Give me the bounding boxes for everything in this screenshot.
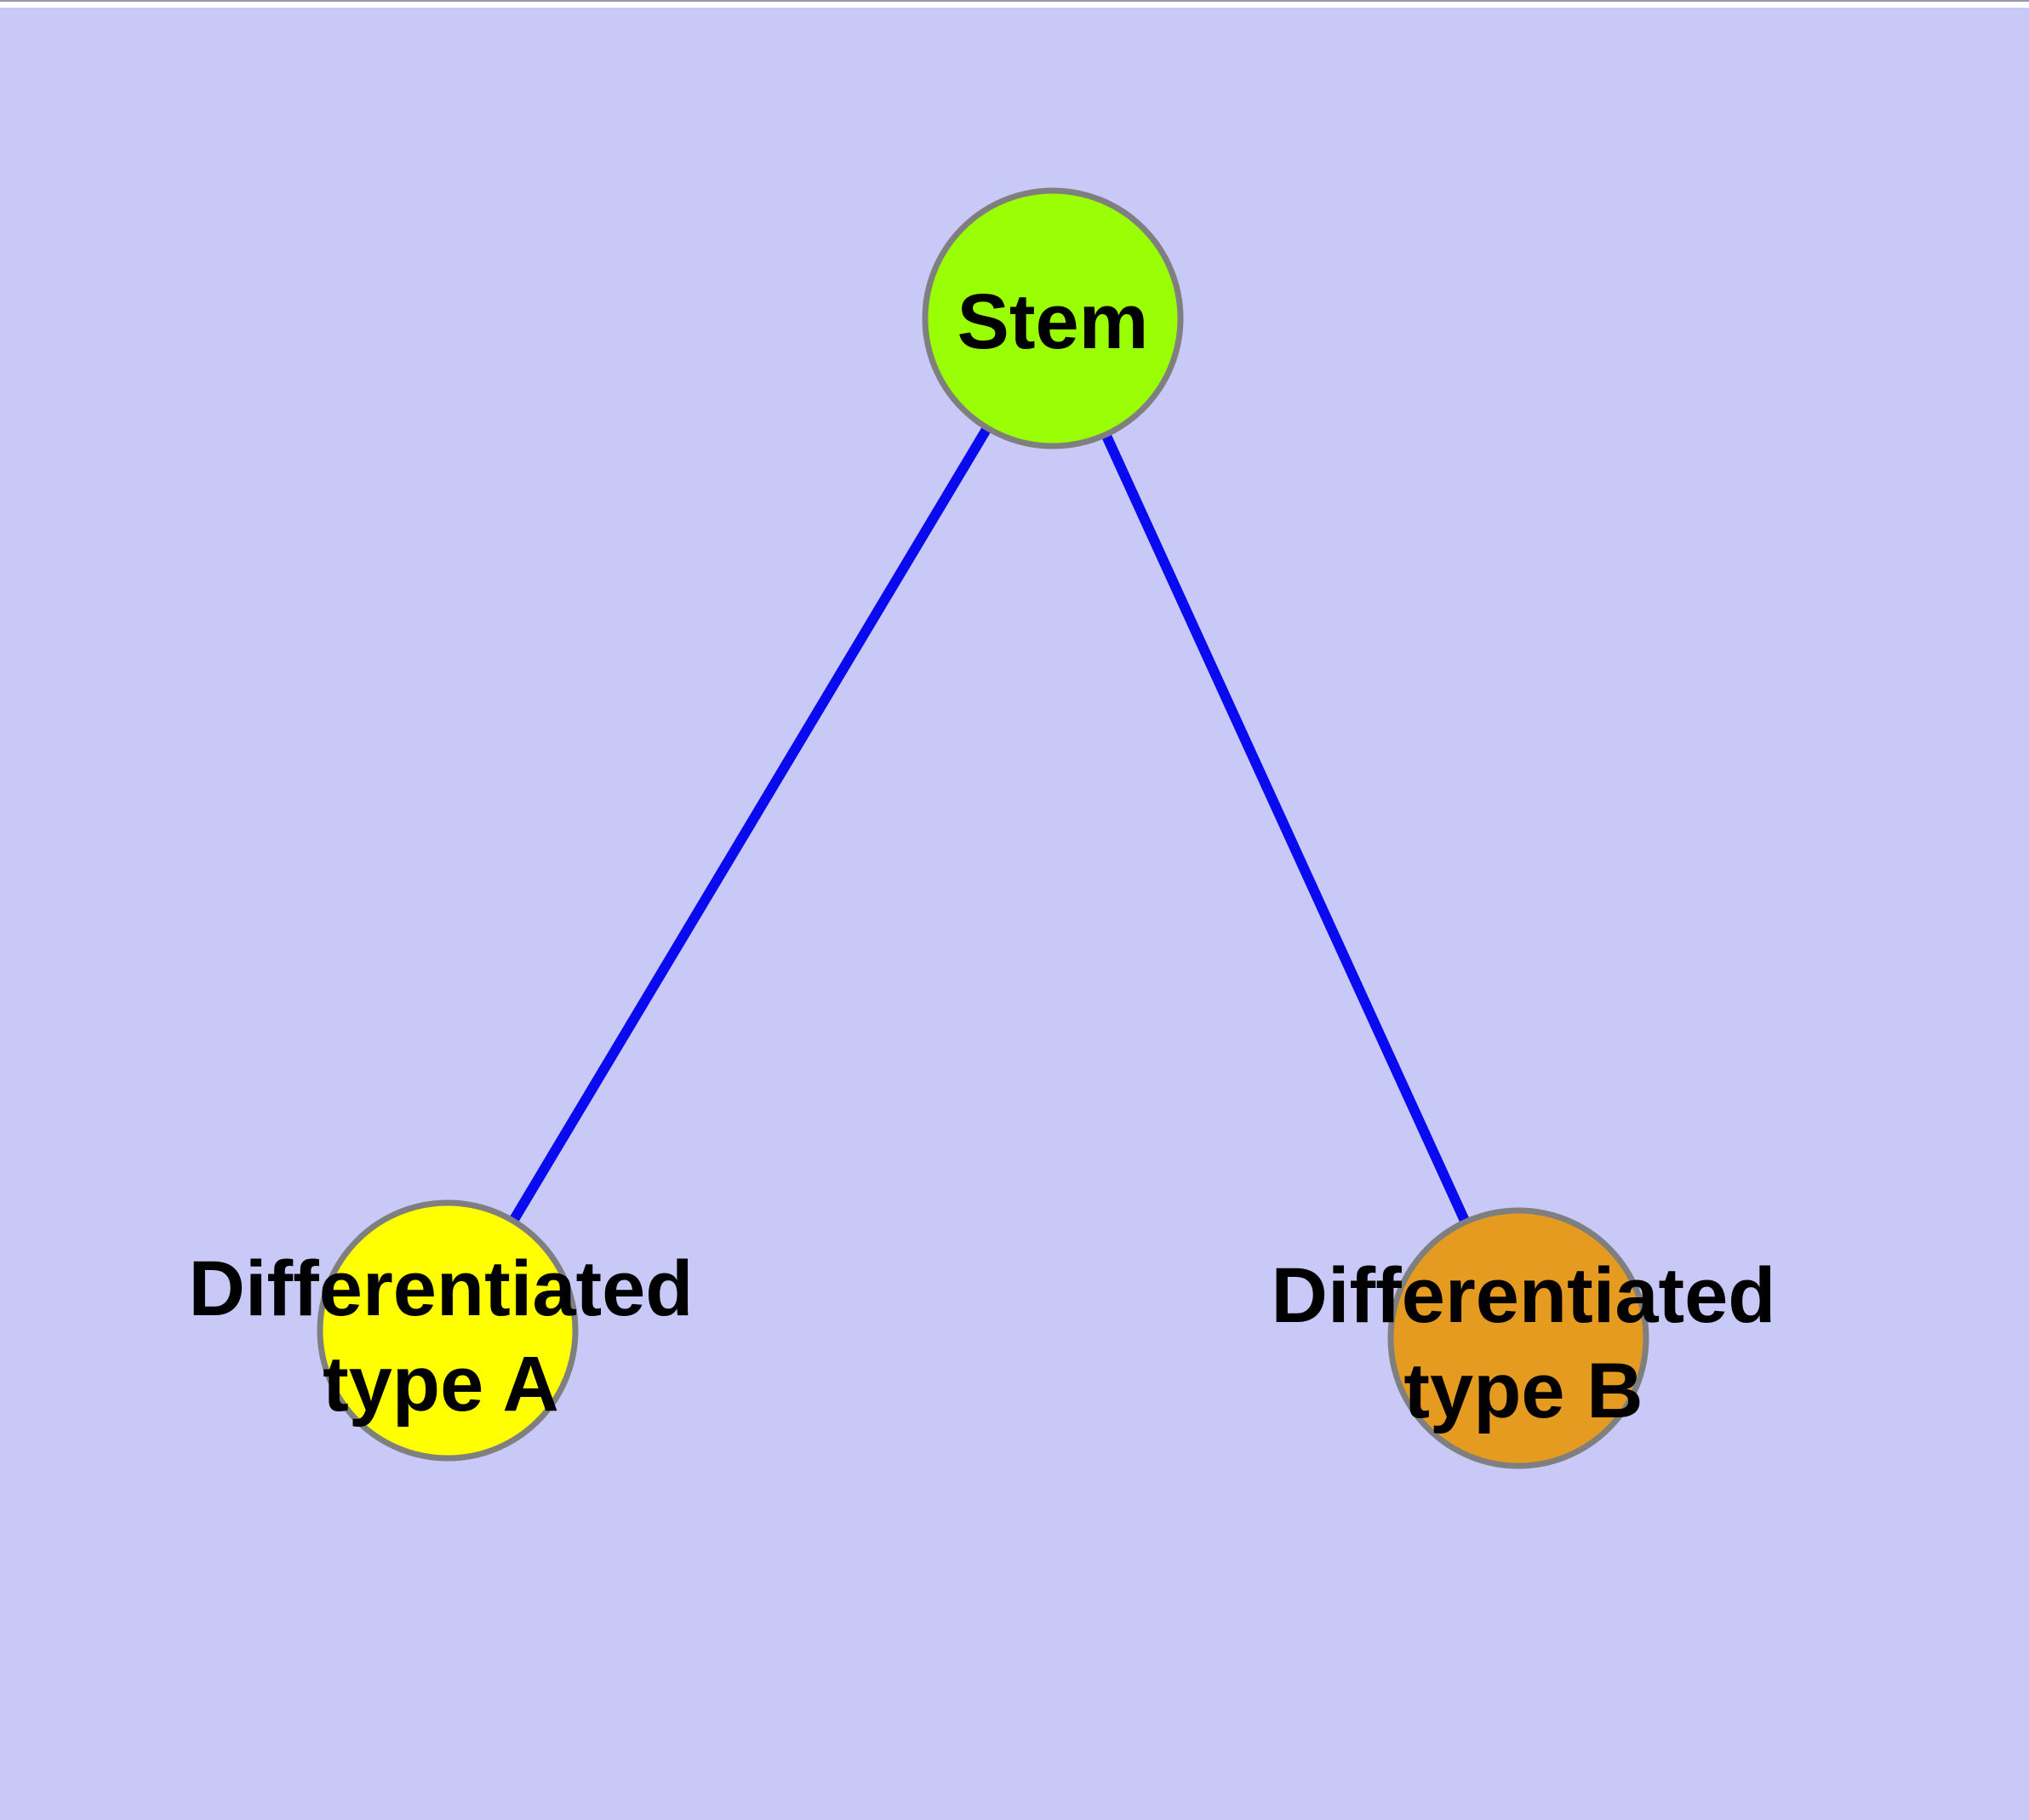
type-b-node-label: Differentiated type B <box>1272 1248 1776 1439</box>
top-hairline <box>0 0 2029 2</box>
type-b-label-line-1: Differentiated <box>1271 1252 1776 1339</box>
type-b-label-line-2: type B <box>1403 1348 1643 1434</box>
stem-node-circle <box>922 187 1184 449</box>
top-margin <box>0 0 2029 8</box>
edge-stem-to-type-b <box>1048 316 1523 1341</box>
type-a-label-line-2: type A <box>323 1341 559 1428</box>
type-a-label-line-1: Differentiated <box>188 1245 694 1332</box>
edge-stem-to-type-a <box>443 315 1058 1334</box>
type-a-node-label: Differentiated type A <box>189 1241 694 1432</box>
stem-node-label: Stem <box>957 278 1149 365</box>
type-a-node-circle <box>317 1199 579 1462</box>
type-b-node-circle <box>1387 1207 1649 1469</box>
